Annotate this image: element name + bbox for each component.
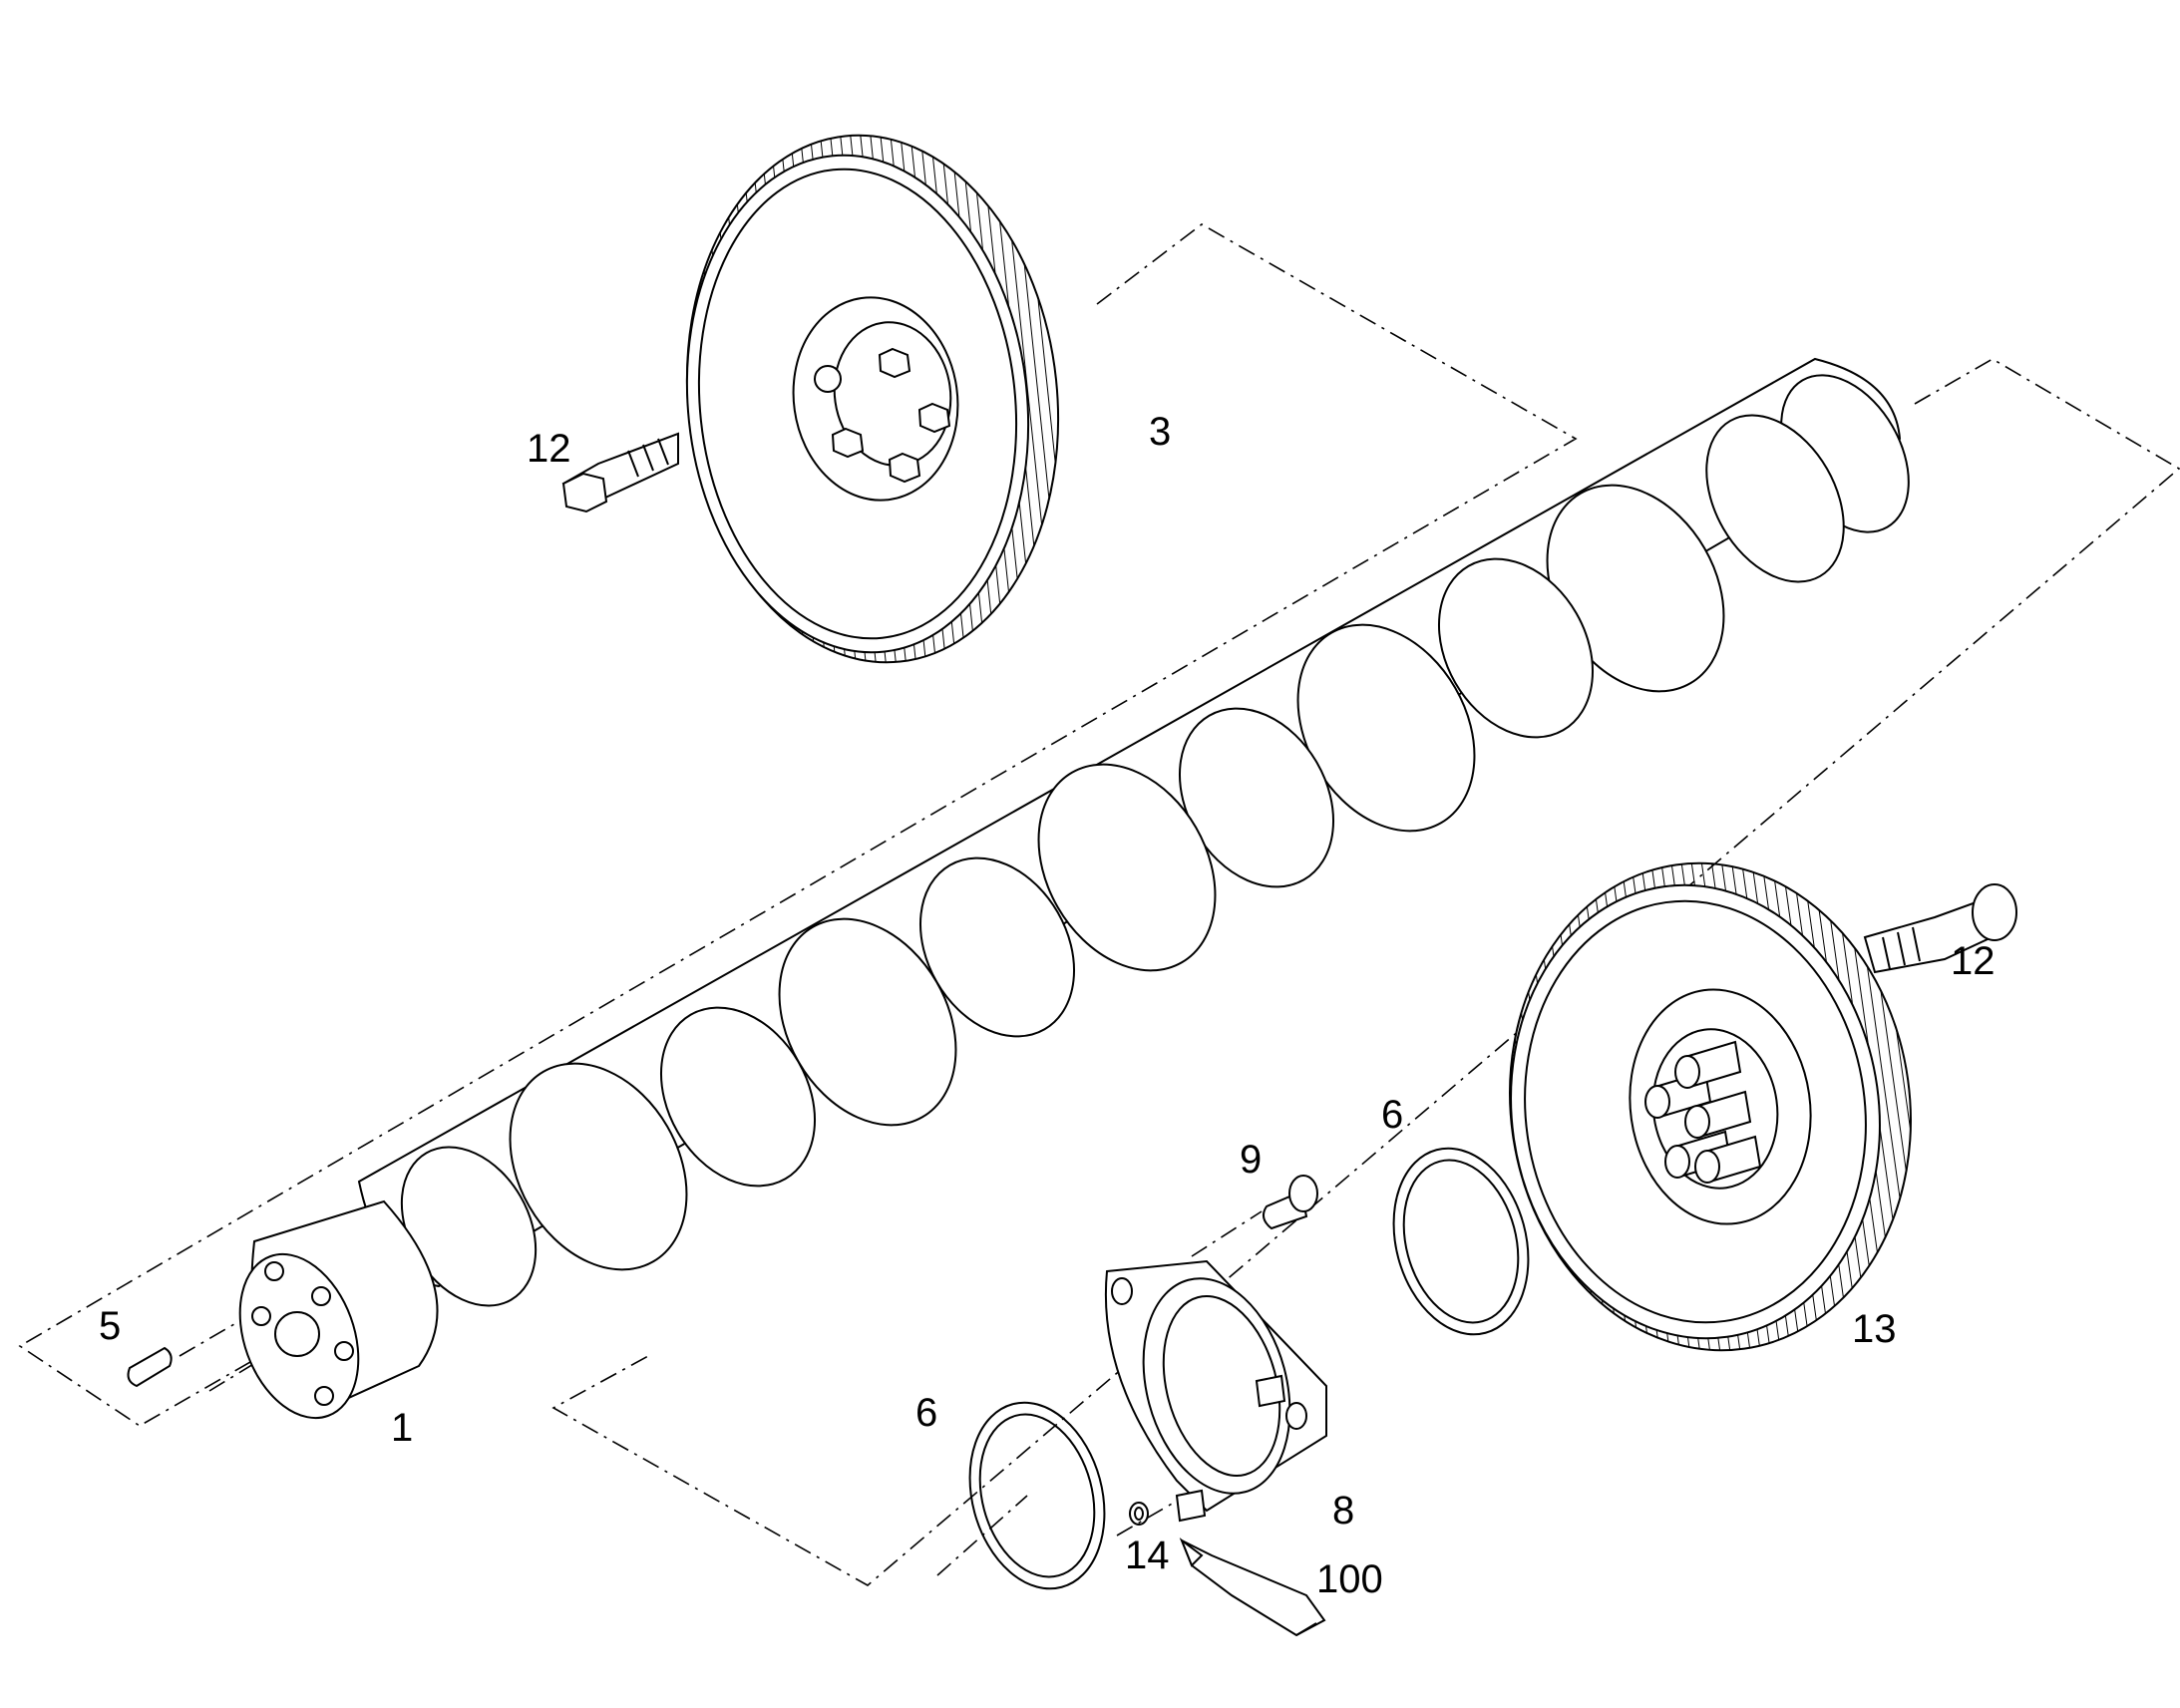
callout-part-100: 100 — [1316, 1557, 1383, 1601]
gear-bolt-upper — [561, 432, 679, 513]
assembly-outline-upper — [18, 223, 1578, 1427]
callout-part-9: 9 — [1240, 1138, 1263, 1182]
callout-part-5: 5 — [99, 1304, 122, 1348]
callout-part-13: 13 — [1852, 1307, 1897, 1351]
camshaft — [238, 357, 1910, 1420]
thrust-plate — [1104, 1259, 1327, 1523]
drive-gear — [1509, 861, 1912, 1352]
camshaft-gear — [685, 134, 1060, 664]
callout-part-1: 1 — [391, 1406, 414, 1450]
callout-part-6-upper: 6 — [1381, 1093, 1404, 1137]
callout-part-8: 8 — [1332, 1489, 1355, 1533]
sealant-tube — [1179, 1537, 1326, 1637]
thrust-washer-lower — [968, 1401, 1106, 1590]
dowel-pin — [127, 1346, 173, 1388]
callout-part-6-lower: 6 — [915, 1391, 938, 1435]
gear-bolt-right — [1863, 883, 2017, 974]
thrust-washer-upper — [1392, 1147, 1530, 1336]
sealing-washer — [1129, 1502, 1149, 1526]
callout-part-12-upper: 12 — [527, 427, 571, 471]
plate-screw — [1262, 1175, 1318, 1230]
callout-part-12-right: 12 — [1951, 939, 1996, 983]
callout-part-3: 3 — [1149, 410, 1172, 454]
callout-part-14: 14 — [1125, 1534, 1170, 1577]
